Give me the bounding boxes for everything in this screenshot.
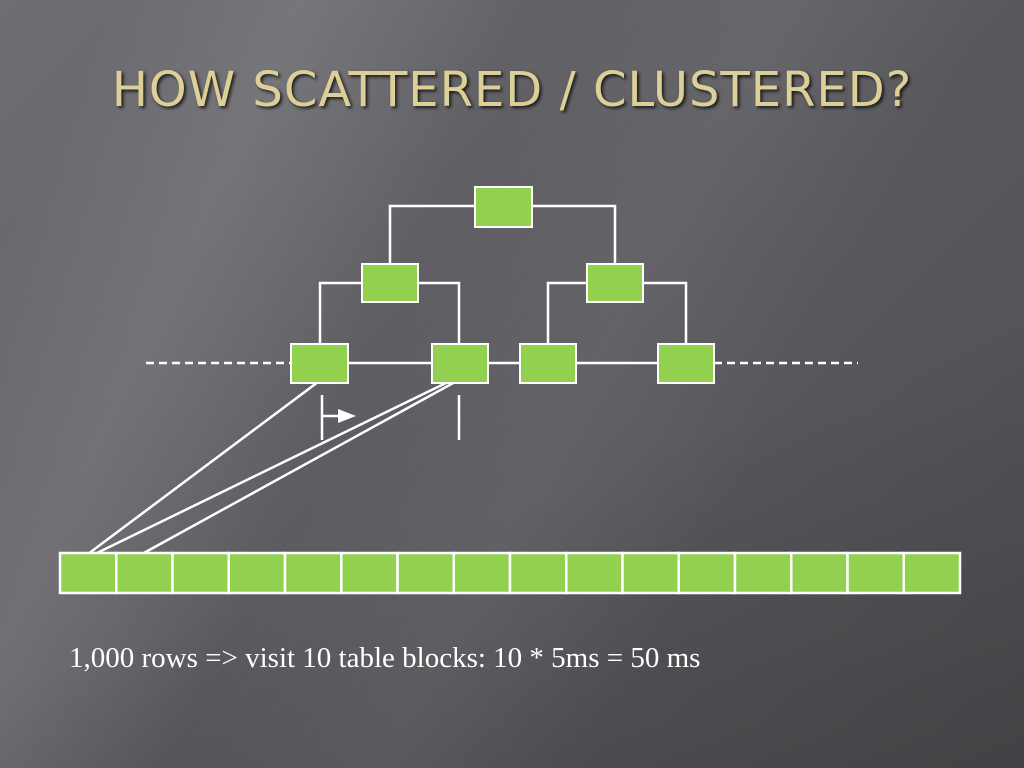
table-block <box>396 551 455 595</box>
slide-title: HOW SCATTERED / CLUSTERED? <box>111 62 913 118</box>
table-block <box>452 551 512 595</box>
connector-branch-right-a <box>546 281 587 345</box>
branch-node-right <box>586 263 644 303</box>
tree-connectors <box>87 204 858 556</box>
table-block <box>115 551 174 595</box>
connector-branch-left-b <box>418 281 461 345</box>
leaf-node-1 <box>290 343 349 384</box>
connector-branch-left-a <box>318 281 362 345</box>
table-block <box>790 551 849 595</box>
table-block <box>171 551 230 595</box>
row-pointer-1 <box>87 380 319 556</box>
table-block <box>621 551 680 595</box>
root-node <box>474 186 533 228</box>
table-block <box>283 551 343 595</box>
leaf-node-4 <box>657 343 715 384</box>
connector-root-left <box>388 204 475 285</box>
table-block <box>902 551 962 595</box>
index-nodes <box>290 186 715 384</box>
table-block <box>58 551 118 595</box>
connector-branch-right-b <box>643 281 688 345</box>
table-block <box>846 551 905 595</box>
table-block <box>508 551 568 595</box>
leaf-node-3 <box>519 343 577 384</box>
table-block <box>565 551 624 595</box>
row-pointer-2 <box>94 380 449 556</box>
row-pointer-3 <box>141 380 456 556</box>
table-block <box>340 551 399 595</box>
slide-caption: 1,000 rows => visit 10 table blocks: 10 … <box>69 642 701 674</box>
branch-node-left <box>361 263 419 303</box>
table-block <box>227 551 287 595</box>
table-block <box>733 551 793 595</box>
table-block <box>677 551 737 595</box>
table-blocks <box>58 551 962 595</box>
leaf-node-2 <box>431 343 489 384</box>
connector-root-right <box>532 204 617 265</box>
range-arrow-head-icon <box>338 409 356 423</box>
